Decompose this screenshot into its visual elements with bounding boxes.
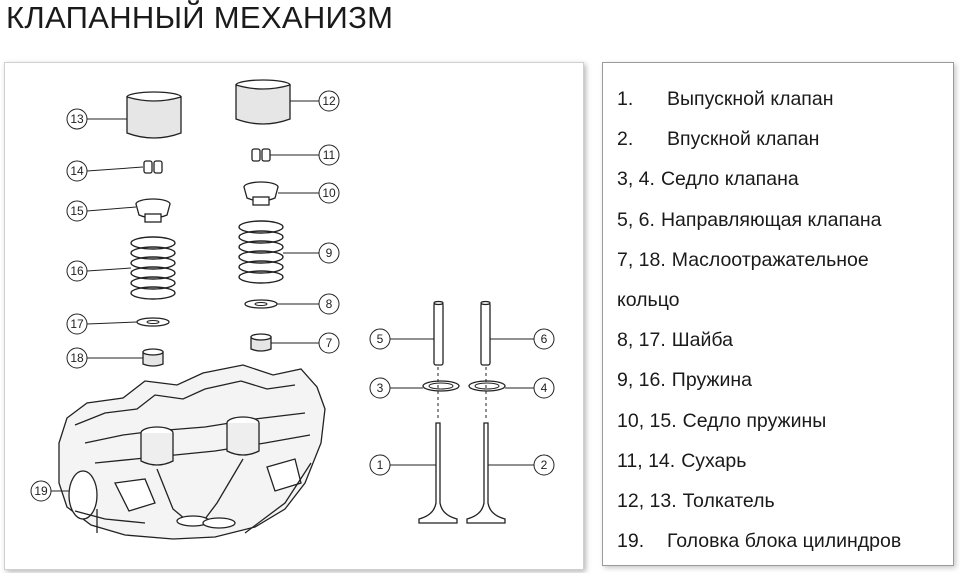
callout-9: 9: [318, 242, 340, 264]
legend-item: 9, 16.Пружина: [617, 369, 752, 392]
legend-list: 1.Выпускной клапан 2.Впускной клапан 3, …: [603, 63, 953, 561]
callout-19: 19: [30, 480, 52, 502]
callout-7: 7: [318, 332, 340, 354]
svg-text:3: 3: [377, 381, 384, 395]
valve-mechanism-diagram: 13 14 15 16 17 18 12 11 10 9 8 7 5 6 3 4…: [4, 62, 584, 570]
callout-5: 5: [369, 328, 391, 350]
svg-text:16: 16: [70, 264, 84, 278]
keepers-right: [251, 148, 271, 162]
svg-text:18: 18: [70, 351, 84, 365]
callout-16: 16: [66, 260, 88, 282]
callout-18: 18: [66, 347, 88, 369]
legend-item-continuation: кольцо: [617, 288, 680, 311]
spring-retainer-right: [243, 181, 279, 206]
callout-17: 17: [66, 313, 88, 335]
callout-14: 14: [66, 160, 88, 182]
svg-text:5: 5: [377, 332, 384, 346]
parts-legend: 1.Выпускной клапан 2.Впускной клапан 3, …: [602, 62, 954, 566]
svg-text:17: 17: [70, 317, 84, 331]
valve-seat-exhaust: [422, 380, 460, 392]
svg-text:15: 15: [70, 204, 84, 218]
svg-text:8: 8: [326, 297, 333, 311]
tappet-right: [235, 79, 291, 125]
callout-1: 1: [369, 454, 391, 476]
valve-guide-intake: [480, 300, 491, 366]
callout-8: 8: [318, 293, 340, 315]
svg-text:10: 10: [322, 186, 336, 200]
exploded-view-drawing: 13 14 15 16 17 18 12 11 10 9 8 7 5 6 3 4…: [30, 79, 555, 540]
callout-15: 15: [66, 200, 88, 222]
legend-item: 7, 18.Маслоотражательное: [617, 248, 869, 271]
legend-item: 8, 17.Шайба: [617, 329, 733, 352]
svg-text:12: 12: [322, 94, 336, 108]
callout-10: 10: [318, 182, 340, 204]
svg-text:1: 1: [377, 458, 384, 472]
svg-text:14: 14: [70, 164, 84, 178]
legend-item: 2.Впускной клапан: [617, 128, 820, 151]
legend-item: 11, 14.Сухарь: [617, 449, 747, 472]
legend-item: 1.Выпускной клапан: [617, 88, 834, 110]
svg-text:7: 7: [326, 336, 333, 350]
valve-seat-intake: [468, 380, 506, 392]
washer-right: [244, 299, 278, 309]
cylinder-head: [58, 364, 326, 540]
svg-text:19: 19: [34, 484, 48, 498]
callout-13: 13: [66, 108, 88, 130]
svg-text:4: 4: [541, 381, 548, 395]
svg-text:9: 9: [326, 246, 333, 260]
callout-4: 4: [533, 377, 555, 399]
svg-text:13: 13: [70, 112, 84, 126]
legend-item: 10, 15.Седло пружины: [617, 409, 827, 432]
callout-2: 2: [533, 454, 555, 476]
page-title: КЛАПАННЫЙ МЕХАНИЗМ: [6, 0, 394, 35]
legend-item: 12, 13.Толкатель: [617, 489, 775, 512]
callout-11: 11: [318, 144, 340, 166]
svg-text:2: 2: [541, 458, 548, 472]
callout-6: 6: [533, 328, 555, 350]
tappet-left: [126, 91, 182, 139]
washer-left: [136, 317, 170, 327]
callout-3: 3: [369, 377, 391, 399]
legend-item: 3, 4.Седло клапана: [617, 168, 799, 191]
svg-text:11: 11: [323, 148, 336, 162]
spring-left: [130, 236, 176, 300]
valve-guide-exhaust: [433, 300, 444, 366]
intake-valve: [466, 422, 506, 524]
spring-retainer-left: [135, 198, 171, 223]
spring-right: [238, 220, 284, 284]
svg-text:6: 6: [541, 332, 548, 346]
callout-12: 12: [318, 90, 340, 112]
keepers-left: [143, 160, 163, 174]
exhaust-valve: [418, 422, 458, 524]
legend-item: 5, 6.Направляющая клапана: [617, 208, 882, 231]
legend-item: 19.Головка блока цилиндров: [617, 530, 902, 553]
oil-seal-left: [142, 348, 164, 367]
oil-seal-right: [250, 333, 272, 352]
